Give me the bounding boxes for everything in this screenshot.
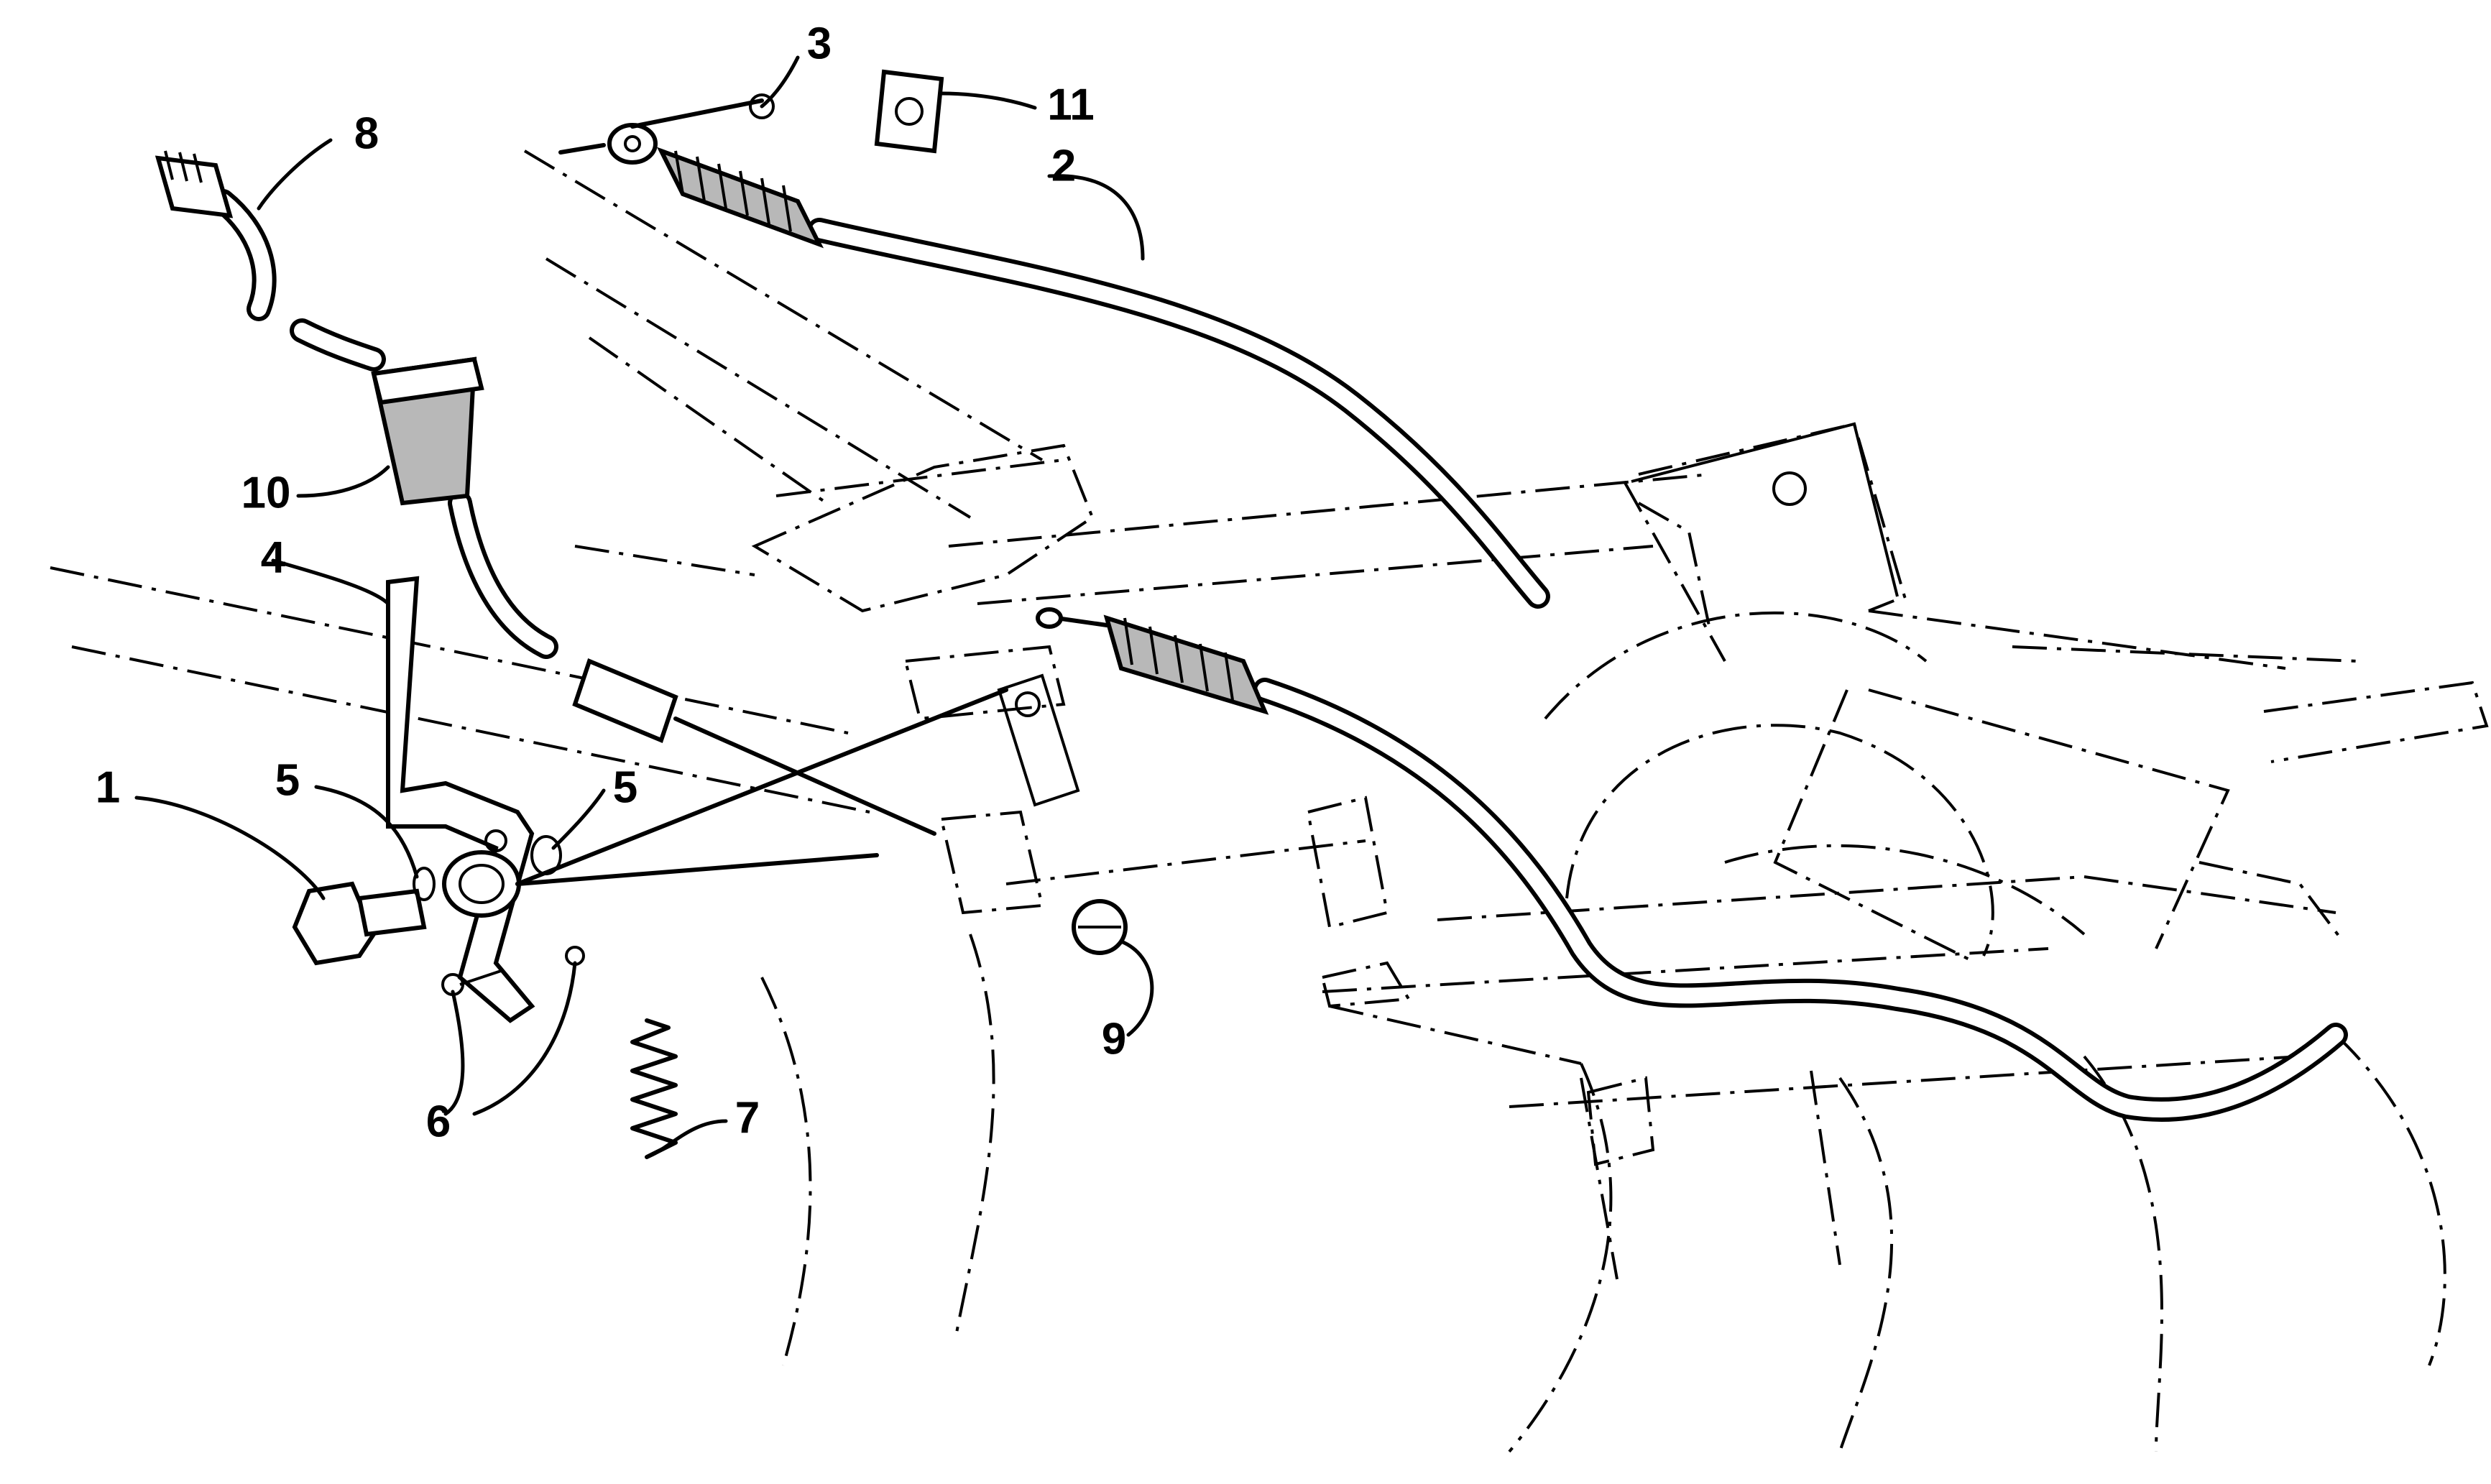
mounting-bracket: [997, 422, 1899, 807]
frame-outline: [50, 149, 2489, 1453]
callout-5-left: 5: [275, 755, 300, 805]
lever-arm: [386, 576, 535, 1023]
wire-harness: [155, 150, 936, 836]
leader-lines: [134, 55, 1154, 1159]
callout-labels: 1 2 3 4 5 5 6 7 8 9 10 11: [96, 19, 1126, 1146]
rubber-boot: [371, 356, 484, 506]
grommet: [1072, 899, 1128, 955]
pivot-bushing: [442, 688, 1008, 918]
retaining-clip: [874, 69, 944, 154]
lower-cable: [1036, 607, 2348, 1122]
callout-3: 3: [807, 19, 832, 68]
washers: [413, 835, 562, 901]
callout-10: 10: [241, 468, 291, 517]
callout-6: 6: [426, 1097, 451, 1146]
callout-1: 1: [96, 762, 120, 812]
callout-5-right: 5: [613, 762, 637, 812]
callout-9: 9: [1102, 1014, 1126, 1064]
callout-8: 8: [354, 109, 379, 158]
callout-4: 4: [261, 533, 286, 582]
callout-11: 11: [1047, 80, 1095, 129]
callout-7: 7: [735, 1093, 760, 1143]
callout-2: 2: [1051, 141, 1076, 190]
shoulder-bolt: [292, 881, 427, 966]
upper-cable: [558, 93, 1550, 609]
return-spring: [630, 1018, 678, 1159]
